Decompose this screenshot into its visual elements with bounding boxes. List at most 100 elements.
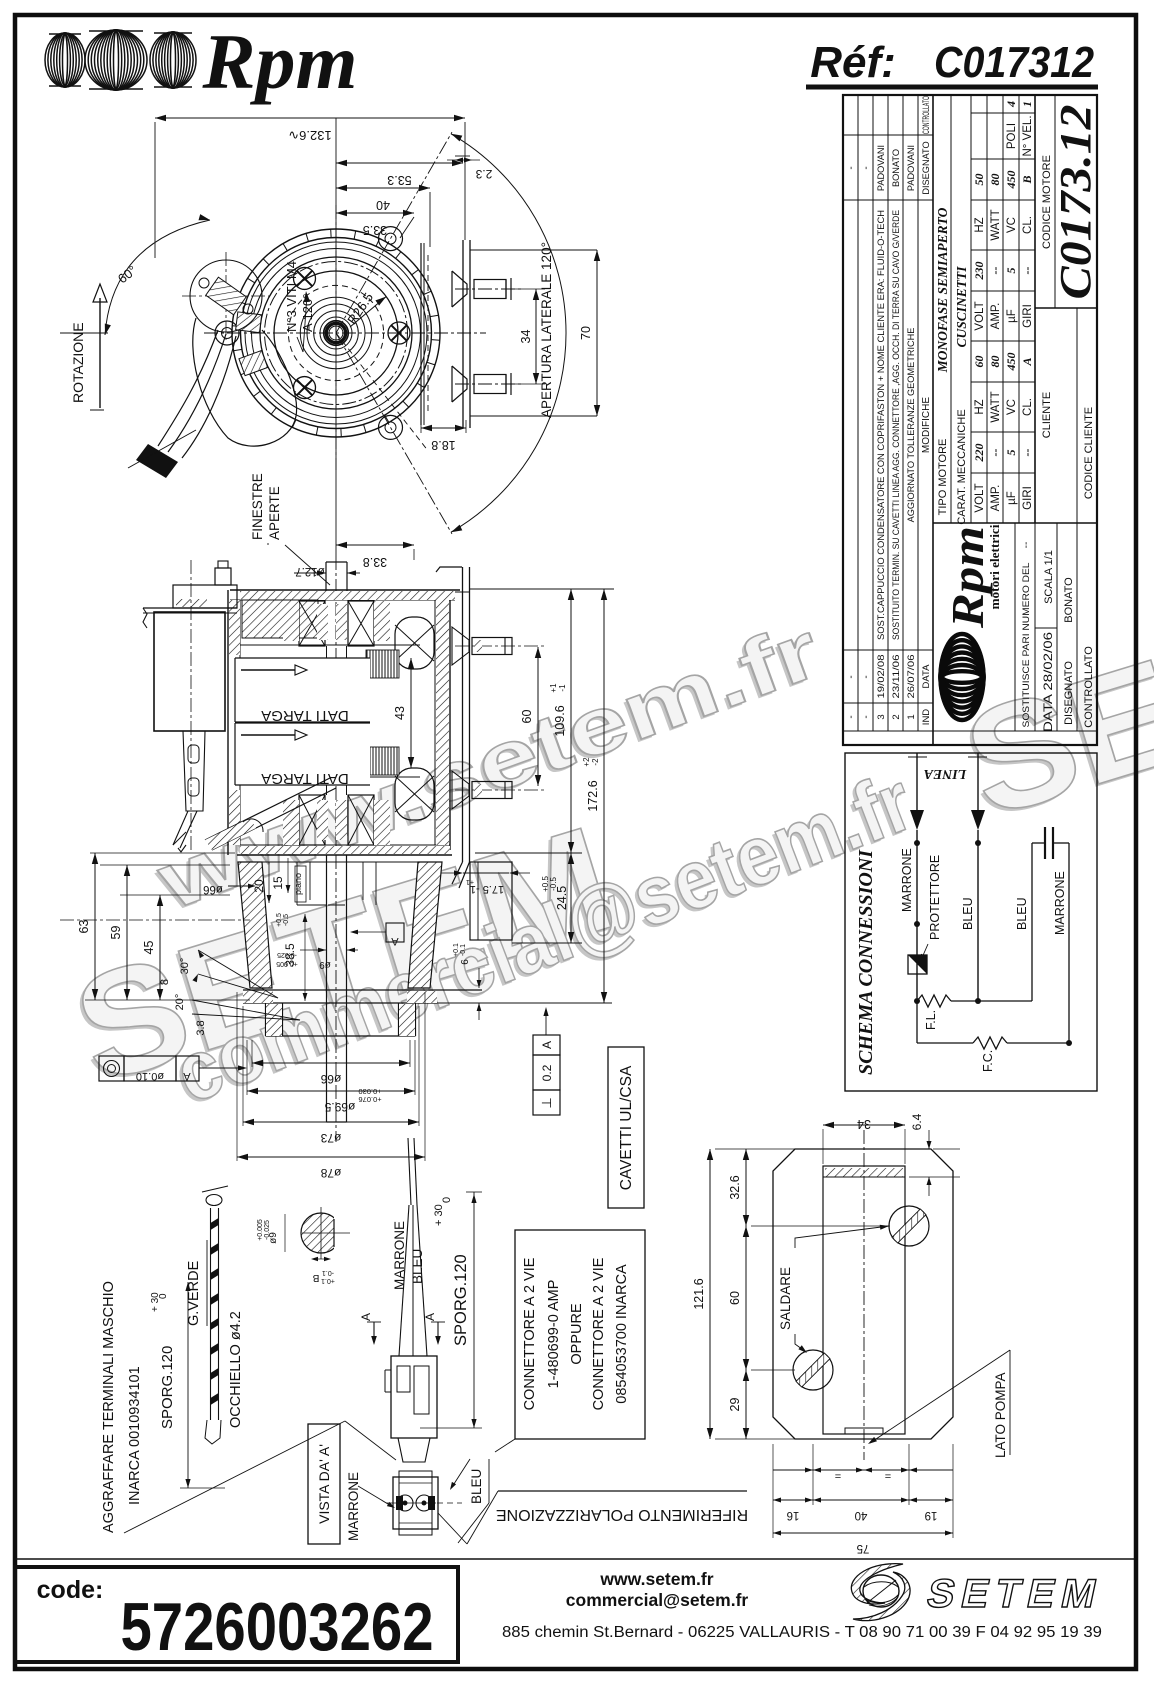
svg-text:18.8: 18.8 <box>431 438 455 452</box>
svg-text:CONTROLLATO: CONTROLLATO <box>921 96 931 134</box>
svg-text:A: A <box>540 1041 554 1049</box>
svg-text:1: 1 <box>906 714 917 719</box>
svg-text:CL.: CL. <box>1022 398 1034 416</box>
svg-text:SPORG.120: SPORG.120 <box>159 1346 176 1429</box>
svg-text:ø12.7: ø12.7 <box>295 565 324 577</box>
svg-text:Rpm: Rpm <box>942 526 993 629</box>
svg-text:CAVETTI UL/CSA: CAVETTI UL/CSA <box>618 1065 635 1190</box>
svg-text:INARCA 0010934101: INARCA 0010934101 <box>127 1366 143 1505</box>
svg-text:--: -- <box>988 449 1002 457</box>
svg-text:--: -- <box>1021 542 1032 549</box>
svg-text:GIRI: GIRI <box>1022 486 1034 510</box>
svg-text:63: 63 <box>77 920 91 934</box>
svg-text:23/11/06: 23/11/06 <box>891 655 902 699</box>
svg-text:109.6: 109.6 <box>553 705 567 736</box>
svg-text:OPPURE: OPPURE <box>569 1303 585 1365</box>
svg-text:24.5: 24.5 <box>555 886 569 910</box>
svg-text:WATT: WATT <box>990 209 1002 240</box>
svg-text:SETEM: SETEM <box>923 1570 1108 1615</box>
svg-text:19/02/08: 19/02/08 <box>876 655 887 699</box>
svg-text:1: 1 <box>1020 101 1034 107</box>
svg-text:-1: -1 <box>558 684 567 692</box>
svg-text:ROTAZIONE: ROTAZIONE <box>70 322 86 403</box>
svg-text:-: - <box>846 675 857 678</box>
svg-text:MARRONE: MARRONE <box>392 1221 407 1290</box>
svg-text:motori elettrici: motori elettrici <box>988 524 1002 610</box>
svg-text:DATI TARGA: DATI TARGA <box>261 770 349 787</box>
svg-text:BLEU: BLEU <box>410 1249 425 1284</box>
svg-text:GIRI: GIRI <box>1022 304 1034 328</box>
svg-text:A: A <box>1020 357 1034 366</box>
svg-text:G.VERDE: G.VERDE <box>186 1260 202 1326</box>
svg-text:450: 450 <box>1004 171 1018 190</box>
svg-text:40: 40 <box>376 198 390 212</box>
svg-text:RIFERIMENTO POLARIZZAZIONE: RIFERIMENTO POLARIZZAZIONE <box>496 1506 748 1523</box>
svg-text:ø78: ø78 <box>320 1166 341 1180</box>
svg-text:µF: µF <box>1006 309 1018 323</box>
svg-text:5: 5 <box>1004 450 1018 456</box>
svg-text:SPORG.120: SPORG.120 <box>452 1254 470 1346</box>
svg-text:1-480699-0 AMP: 1-480699-0 AMP <box>546 1280 562 1389</box>
svg-text:F.C.: F.C. <box>981 1050 995 1072</box>
svg-text:60: 60 <box>520 710 534 724</box>
svg-text:-0.025: -0.025 <box>264 1220 271 1240</box>
svg-text:80: 80 <box>988 356 1002 368</box>
svg-text:MARRONE: MARRONE <box>1053 871 1067 935</box>
svg-text:0: 0 <box>441 1197 453 1203</box>
svg-text:VOLT: VOLT <box>974 301 986 330</box>
svg-text:33.5: 33.5 <box>363 223 387 237</box>
svg-text:+1: +1 <box>549 683 558 693</box>
svg-text:+0.076: +0.076 <box>358 1095 381 1104</box>
svg-text:29: 29 <box>728 1398 742 1412</box>
svg-text:26/07/06: 26/07/06 <box>906 655 917 699</box>
svg-text:AGGRAFFARE TERMINALI MASCHIO: AGGRAFFARE TERMINALI MASCHIO <box>101 1281 117 1533</box>
svg-text:commercial@setem.fr: commercial@setem.fr <box>566 1590 749 1610</box>
svg-text:--: -- <box>988 267 1002 275</box>
svg-text:+ 30: + 30 <box>150 1292 161 1312</box>
svg-text:-0.5: -0.5 <box>283 914 290 926</box>
svg-text:AMP.: AMP. <box>990 303 1002 330</box>
svg-text:-: - <box>846 166 857 169</box>
svg-text:+0.1: +0.1 <box>321 1277 335 1284</box>
svg-text:A: A <box>359 1313 373 1321</box>
svg-text:-2: -2 <box>591 758 600 766</box>
svg-text:59: 59 <box>109 926 123 940</box>
svg-text:BONATO: BONATO <box>1063 577 1075 623</box>
svg-text:16: 16 <box>787 1509 800 1521</box>
svg-text:+0.005: +0.005 <box>257 1219 264 1241</box>
svg-text:75: 75 <box>857 1542 870 1554</box>
svg-text:70: 70 <box>579 326 593 340</box>
svg-text:+0.5: +0.5 <box>276 913 283 927</box>
svg-text:+0.030: +0.030 <box>358 1087 381 1096</box>
svg-text:50: 50 <box>972 174 986 186</box>
svg-text:CARAT. MECCANICHE: CARAT. MECCANICHE <box>956 409 968 524</box>
svg-text:CL.: CL. <box>1022 216 1034 234</box>
svg-text:3.8: 3.8 <box>195 1020 207 1035</box>
svg-text:VISTA DA' A': VISTA DA' A' <box>316 1444 332 1524</box>
svg-text:32.6: 32.6 <box>728 1175 742 1199</box>
svg-text:SCALA 1/1: SCALA 1/1 <box>1043 550 1055 604</box>
svg-text:PADOVANI: PADOVANI <box>876 145 886 191</box>
svg-text:ø66: ø66 <box>203 883 223 895</box>
svg-text:0.2: 0.2 <box>540 1064 554 1081</box>
svg-text:SOSTITUITO TERMIN. SU CAVETTI: SOSTITUITO TERMIN. SU CAVETTI LINEA AGG.… <box>891 210 901 640</box>
svg-text:HZ: HZ <box>974 217 986 232</box>
svg-text:BLEU: BLEU <box>961 897 975 930</box>
svg-text:450: 450 <box>1004 353 1018 372</box>
svg-text:-: - <box>861 166 872 169</box>
svg-text:8: 8 <box>159 979 171 985</box>
svg-text:30°: 30° <box>179 958 191 975</box>
svg-text:ø73: ø73 <box>320 1131 341 1145</box>
svg-text:-0.5: -0.5 <box>549 877 558 891</box>
svg-text:N° VEL.: N° VEL. <box>1022 115 1034 156</box>
svg-text:38.5: 38.5 <box>283 943 297 967</box>
svg-text:ø9: ø9 <box>268 1232 279 1244</box>
svg-text:33.8: 33.8 <box>363 555 387 569</box>
svg-text:40: 40 <box>855 1509 868 1521</box>
svg-text:172.6: 172.6 <box>586 780 600 811</box>
svg-text:BLEU: BLEU <box>1015 897 1029 930</box>
svg-text:Réf:: Réf: <box>810 38 896 87</box>
svg-text:ø66: ø66 <box>320 1072 341 1086</box>
svg-text:+0.1: +0.1 <box>453 943 460 957</box>
svg-text:A: A <box>391 935 399 947</box>
